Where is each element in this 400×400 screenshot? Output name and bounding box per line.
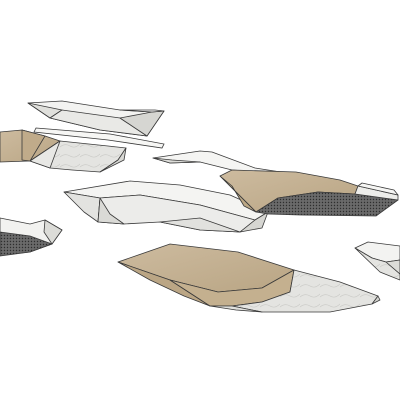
bench-bottom-center-wood [117,243,381,313]
bench-left-edge-dark [0,217,63,257]
bench-top-left-small [27,100,165,137]
bench-right-wood-perforated [219,169,399,217]
strip-left-thin [33,127,165,149]
bench-center-white [63,180,269,233]
bench-right-small-white [354,241,400,281]
bench-left-wood [0,129,127,173]
